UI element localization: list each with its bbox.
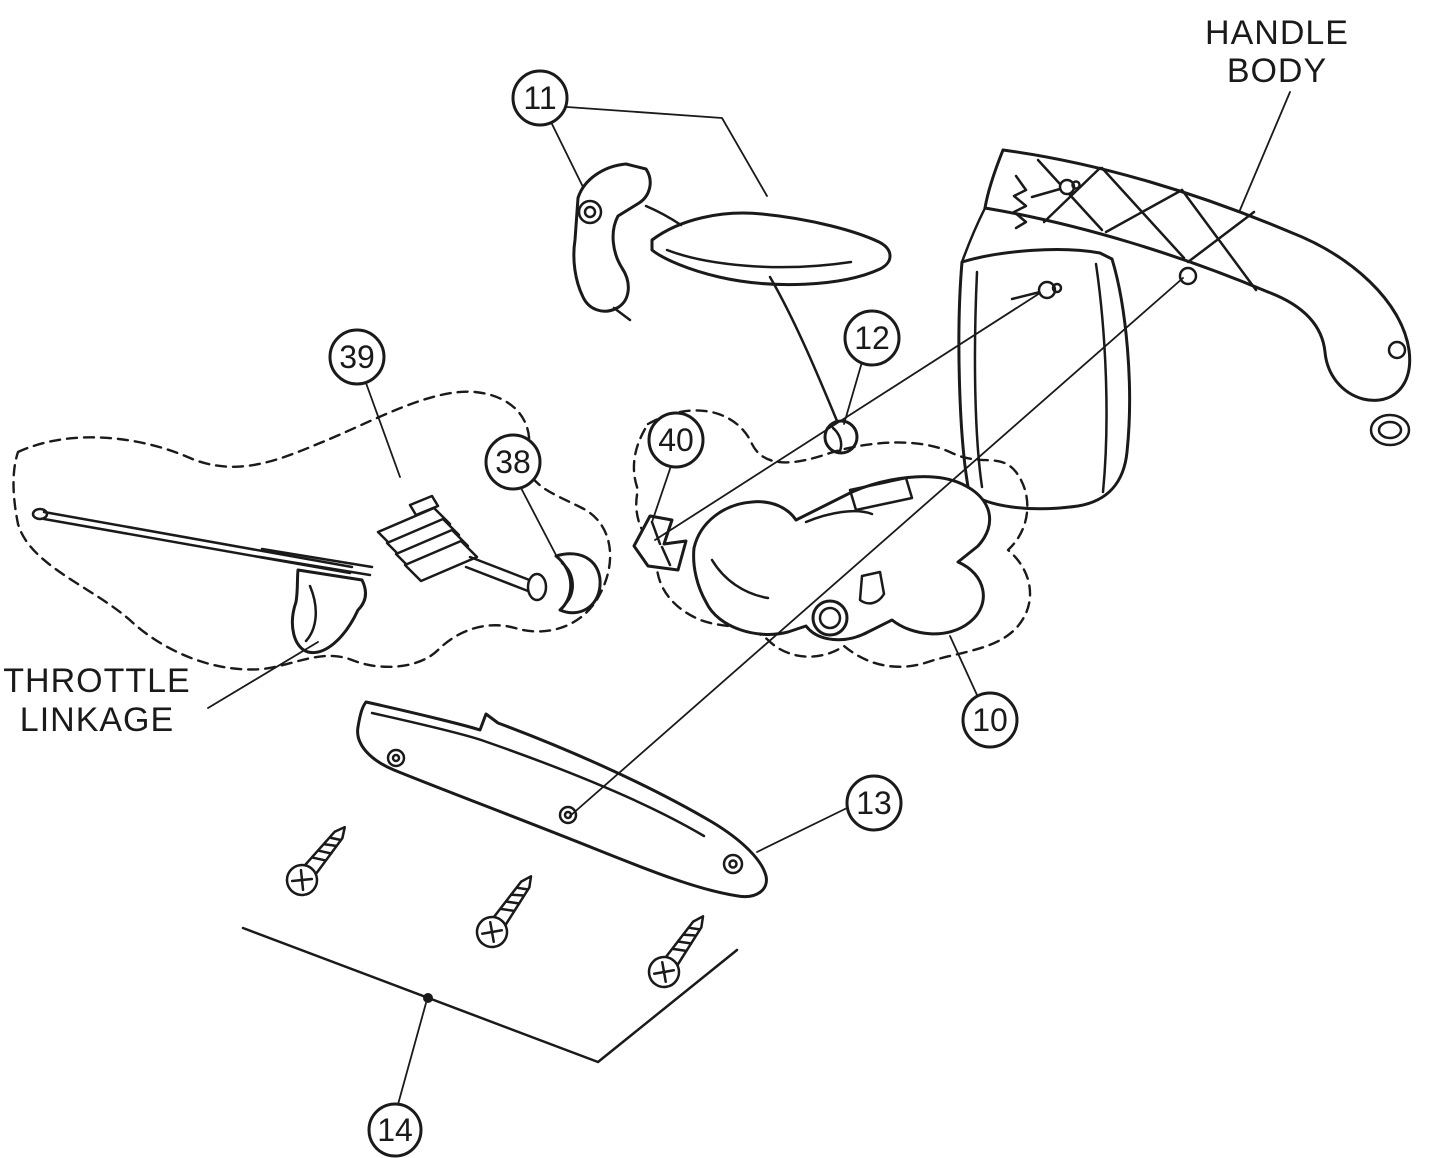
callout-38: 38 [484, 433, 542, 491]
throttle-trigger [291, 568, 367, 655]
part-10-handle-half [692, 475, 992, 642]
callout-12: 12 [843, 309, 901, 367]
handle-body-label-line1: HANDLE [1205, 14, 1349, 52]
handle-lattice [1036, 158, 1258, 292]
handle-pins [1010, 174, 1081, 301]
callout-13-number: 13 [856, 785, 892, 821]
labels-group: HANDLE BODY THROTTLE LINKAGE [3, 14, 1349, 739]
throttle-linkage-label-line2: LINKAGE [20, 701, 174, 739]
handle-half-group [632, 409, 1032, 668]
callout-10: 10 [961, 691, 1019, 749]
screw [647, 915, 705, 989]
leader-lines [207, 91, 1291, 1109]
handle-body-label-line2: BODY [1227, 52, 1327, 90]
handle-body-part [957, 148, 1412, 511]
callout-40: 40 [647, 411, 705, 469]
throttle-wire [768, 275, 839, 423]
part-39-block [376, 494, 479, 583]
assembly-axis-lines [569, 277, 1184, 817]
cover-plate-part [356, 700, 768, 899]
callout-39: 39 [328, 328, 386, 386]
callout-11: 11 [511, 69, 569, 127]
callout-14-number: 14 [377, 1112, 413, 1148]
screw-plane-lines [241, 926, 739, 1064]
dashed-outline-left [12, 390, 612, 671]
callout-39-number: 39 [339, 339, 375, 375]
screws-group [241, 825, 739, 1064]
spring-coil [1012, 174, 1028, 230]
callout-10-number: 10 [972, 702, 1008, 738]
callout-12-number: 12 [854, 320, 890, 356]
callouts-group: 11 12 39 38 40 10 13 14 [328, 69, 1019, 1158]
callout-40-number: 40 [658, 422, 694, 458]
callout-13: 13 [845, 774, 903, 832]
throttle-linkage-label-line1: THROTTLE [3, 662, 190, 700]
callout-11-number: 11 [523, 80, 556, 116]
screw [475, 875, 533, 949]
callout-14: 14 [367, 1102, 423, 1158]
throttle-linkage-group [12, 390, 612, 671]
throttle-rod [42, 510, 354, 569]
trigger-assembly-part [572, 162, 892, 322]
dashed-outline-middle [632, 409, 1032, 668]
screw [285, 825, 347, 897]
callout-38-number: 38 [495, 444, 531, 480]
